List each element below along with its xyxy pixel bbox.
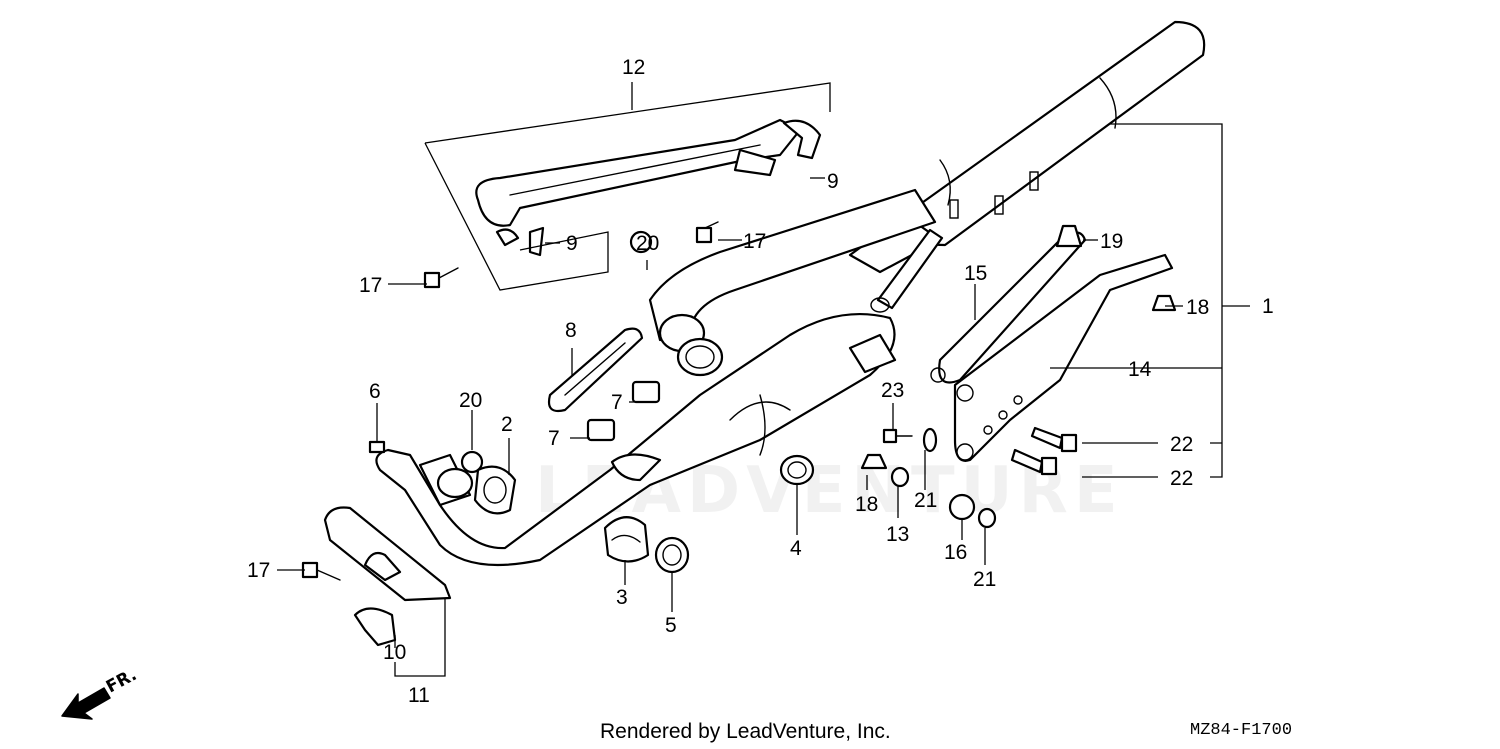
collar-nut [460, 450, 484, 474]
heat-shield-upper [475, 118, 822, 257]
callout-12: 12 [622, 56, 645, 79]
nut [368, 440, 386, 454]
callout-17: 17 [247, 559, 270, 582]
heat-shield-lower [323, 506, 452, 647]
callout-5: 5 [665, 614, 677, 637]
leader-lines [277, 82, 1250, 677]
callout-20: 20 [459, 389, 482, 412]
exhaust-ring [603, 516, 650, 563]
callout-15: 15 [964, 262, 987, 285]
callout-21: 21 [914, 489, 937, 512]
front-arrow-icon: FR. [61, 665, 140, 720]
washer [977, 507, 997, 529]
callout-13: 13 [886, 523, 909, 546]
bolt [1030, 426, 1078, 453]
rendered-by-credit: Rendered by LeadVenture, Inc. [600, 720, 891, 743]
callout-8: 8 [565, 319, 577, 342]
callout-7: 7 [611, 391, 623, 414]
callout-18: 18 [855, 493, 878, 516]
bolt [423, 267, 459, 289]
bolt [882, 428, 913, 444]
callout-9: 9 [566, 232, 578, 255]
callout-23: 23 [881, 379, 904, 402]
callout-21: 21 [973, 568, 996, 591]
callout-22: 22 [1170, 467, 1193, 490]
bolt [1010, 448, 1058, 476]
callout-4: 4 [790, 537, 802, 560]
callout-19: 19 [1100, 230, 1123, 253]
collar-nut [629, 230, 653, 254]
washer [922, 427, 938, 453]
rubber-pad [586, 418, 616, 442]
callout-20: 20 [636, 232, 659, 255]
callout-3: 3 [616, 586, 628, 609]
callout-6: 6 [369, 380, 381, 403]
rubber-mount [948, 493, 976, 521]
callout-16: 16 [944, 541, 967, 564]
heat-shield-gasket [547, 327, 644, 413]
bolt [695, 221, 719, 244]
callout-1: 1 [1262, 295, 1274, 318]
callout-17: 17 [359, 274, 382, 297]
rubber-pad [631, 380, 661, 404]
exhaust-pipe-lower [375, 313, 897, 567]
cap-nut [1151, 294, 1177, 312]
callout-17: 17 [743, 230, 766, 253]
callout-7: 7 [548, 427, 560, 450]
exhaust-gasket [654, 536, 690, 574]
bolt [301, 561, 341, 581]
callout-10: 10 [383, 641, 406, 664]
exhaust-gasket [779, 454, 815, 486]
callout-9: 9 [827, 170, 839, 193]
front-direction-label: FR. [103, 665, 140, 697]
cap-nut [1055, 224, 1083, 248]
callout-2: 2 [501, 413, 513, 436]
cap-nut [860, 453, 888, 470]
callout-14: 14 [1128, 358, 1152, 381]
callout-11: 11 [408, 684, 430, 707]
callout-22: 22 [1170, 433, 1193, 456]
muffler [848, 20, 1206, 274]
joint-collar [418, 453, 517, 515]
nut [890, 466, 910, 488]
callout-18: 18 [1186, 296, 1209, 319]
exhaust-pipe-upper [648, 188, 944, 377]
diagram-code: MZ84-F1700 [1190, 721, 1292, 740]
